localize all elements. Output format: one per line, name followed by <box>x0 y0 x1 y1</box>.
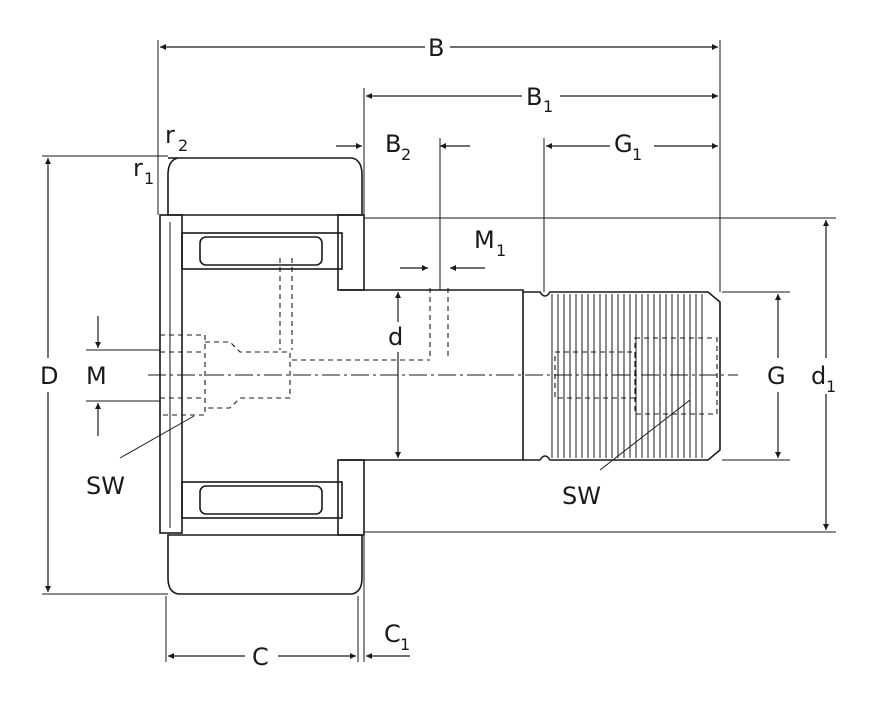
dimension-C: C <box>165 596 359 671</box>
svg-text:1: 1 <box>826 377 836 396</box>
svg-text:M: M <box>474 226 495 254</box>
svg-text:d: d <box>388 323 403 351</box>
svg-text:C: C <box>384 620 401 648</box>
svg-text:1: 1 <box>632 145 642 164</box>
svg-text:r: r <box>165 121 175 149</box>
svg-text:r: r <box>133 154 143 182</box>
dimension-M1: M 1 <box>400 226 506 271</box>
svg-text:d: d <box>811 362 826 390</box>
dimension-r1: r 1 <box>133 154 154 188</box>
svg-text:2: 2 <box>401 145 411 164</box>
dimension-d: d <box>388 292 403 458</box>
svg-text:1: 1 <box>543 97 553 116</box>
outer-ring <box>167 157 363 595</box>
svg-text:2: 2 <box>178 136 188 155</box>
dimension-B: B <box>157 34 721 292</box>
svg-text:B: B <box>526 83 542 111</box>
dimension-G: G <box>722 291 790 461</box>
outer-ring-top <box>167 157 363 216</box>
svg-text:B: B <box>385 130 401 158</box>
thread-lines <box>551 294 703 458</box>
dimension-B2: B 2 <box>336 130 470 290</box>
outer-ring-bottom <box>167 534 363 595</box>
svg-text:SW: SW <box>86 472 125 500</box>
svg-text:M: M <box>86 362 107 390</box>
dimension-D: D <box>40 155 168 595</box>
svg-text:1: 1 <box>400 635 410 654</box>
left-flange <box>159 214 183 534</box>
hidden-features <box>159 258 718 416</box>
svg-text:B: B <box>428 34 444 62</box>
label-SW-left: SW <box>86 415 195 500</box>
label-SW-right: SW <box>562 399 691 510</box>
svg-text:SW: SW <box>562 482 601 510</box>
dimension-M: M <box>86 316 160 436</box>
dimension-B1: B 1 <box>363 83 718 215</box>
svg-text:G: G <box>614 130 633 158</box>
dimension-d1: d 1 <box>364 217 836 533</box>
stud-shaft <box>340 289 721 461</box>
svg-text:C: C <box>252 643 269 671</box>
svg-text:D: D <box>40 362 58 390</box>
svg-text:1: 1 <box>496 241 506 260</box>
dimension-G1: G 1 <box>543 130 718 292</box>
svg-text:1: 1 <box>144 169 154 188</box>
svg-text:G: G <box>767 362 786 390</box>
dimension-C1: C 1 <box>330 536 410 662</box>
dimension-r2: r 2 <box>165 121 188 155</box>
